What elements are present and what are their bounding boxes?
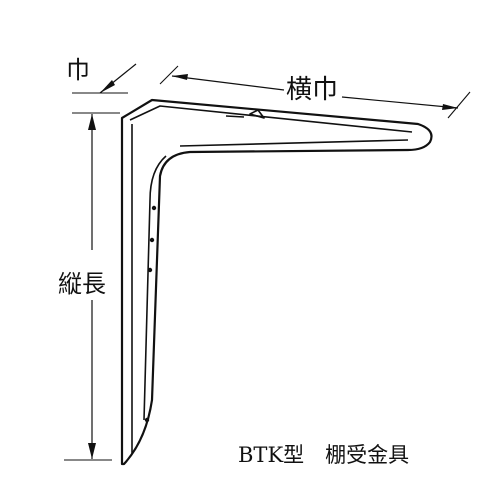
vertical-arrow-bottom-icon — [88, 443, 96, 459]
vertical-length-label: 縦長 — [58, 270, 106, 298]
vertical-arrow-top-icon — [88, 114, 96, 130]
width-label: 巾 — [66, 56, 90, 84]
mounting-hole — [149, 237, 155, 243]
horizontal-arrow-left-icon — [172, 74, 188, 80]
width-arrow-icon — [100, 80, 115, 93]
caption-title: BTK型 棚受金具 — [238, 443, 409, 467]
horizontal-arrow-right-icon — [442, 104, 458, 110]
bracket-arm-edge — [179, 139, 409, 147]
mounting-hole — [144, 417, 150, 423]
bracket-outline — [120, 98, 433, 466]
horizontal-width-label: 横巾 — [286, 75, 338, 105]
shelf-bracket — [120, 98, 433, 466]
mounting-hole — [147, 267, 153, 273]
horizontal-width-dimension: 横巾 — [159, 65, 471, 119]
horizontal-dimension-line-right — [341, 96, 459, 109]
width-dimension: 巾 — [66, 56, 137, 94]
horizontal-right-extension — [447, 91, 471, 119]
vertical-length-dimension: 縦長 — [58, 112, 120, 461]
bracket-stamp-mark — [225, 109, 265, 119]
mounting-hole — [151, 205, 157, 211]
bracket-top-fold — [129, 105, 413, 133]
bracket-inner-curve — [143, 155, 167, 421]
horizontal-left-extension — [159, 65, 179, 85]
horizontal-dimension-line-left — [171, 75, 285, 91]
